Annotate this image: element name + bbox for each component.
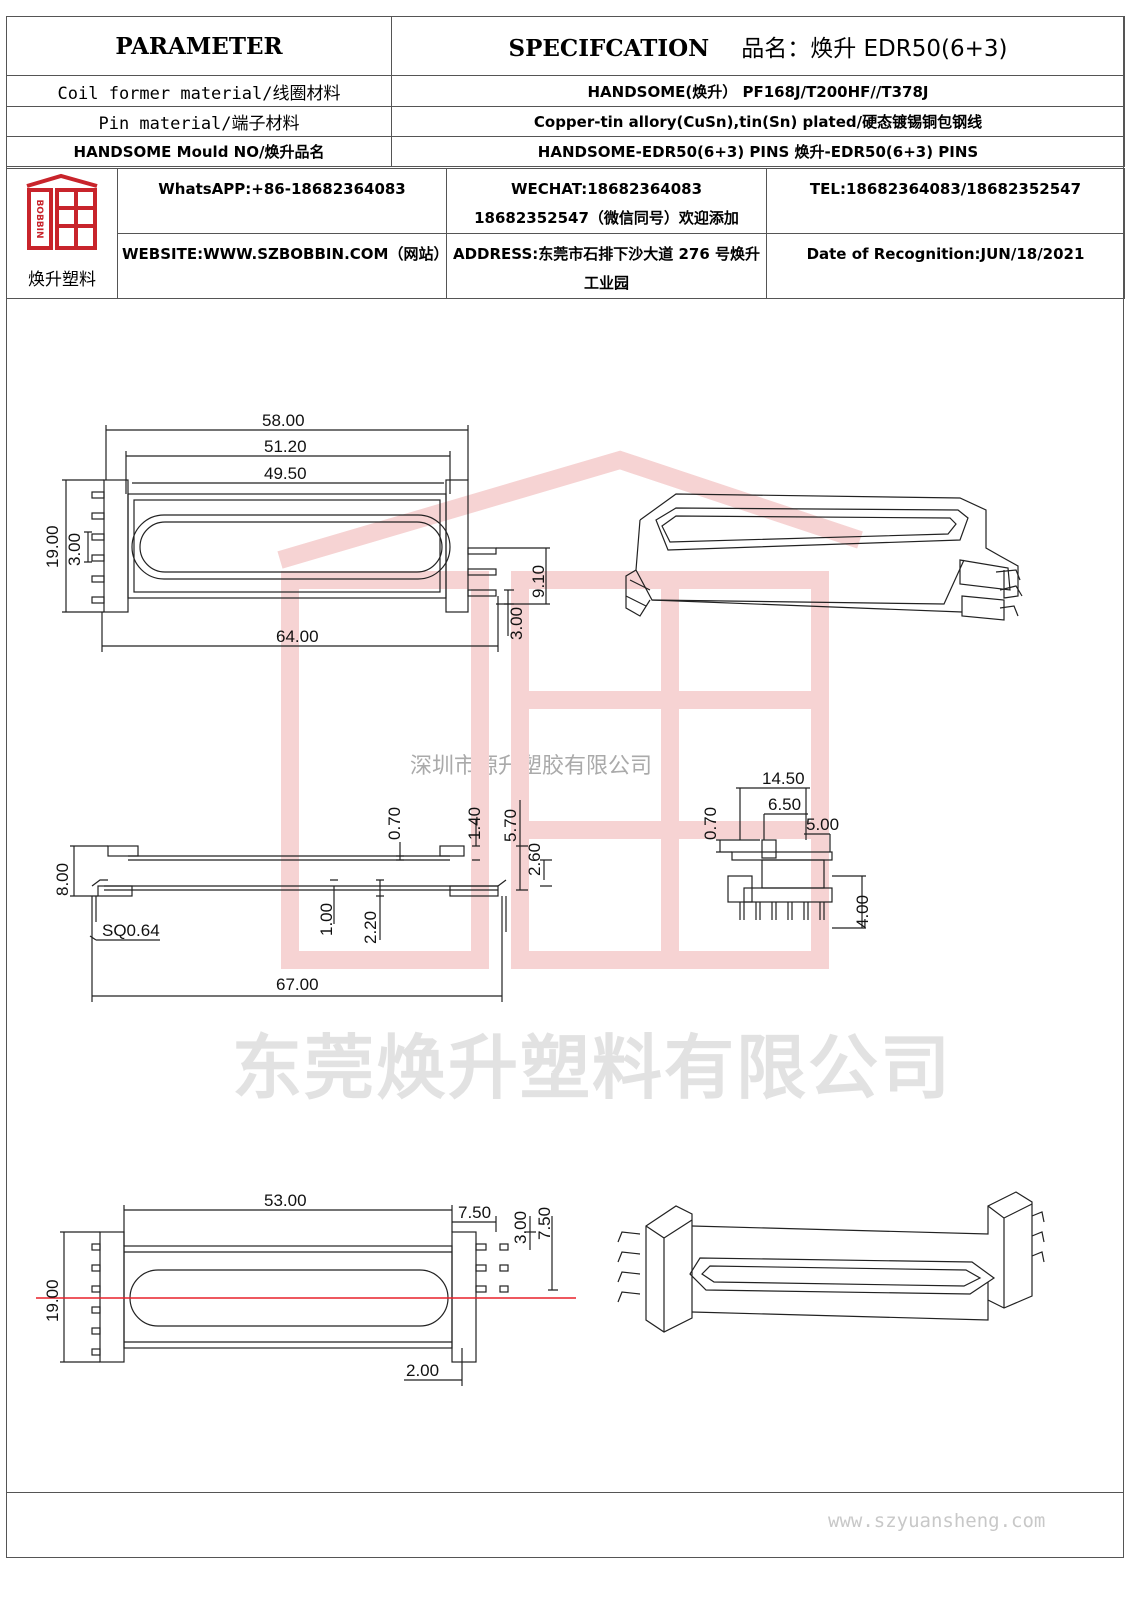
value-mould-no: HANDSOME-EDR50(6+3) PINS 焕升-EDR50(6+3) P… bbox=[391, 136, 1125, 167]
footer-divider bbox=[6, 1492, 1124, 1493]
watermark-large: 东莞焕升塑料有限公司 bbox=[232, 1027, 952, 1109]
svg-text:BOBBIN: BOBBIN bbox=[34, 199, 44, 238]
dim-1-40: 1.40 bbox=[465, 807, 484, 840]
address-info: ADDRESS:东莞市石排下沙大道 276 号焕升工业园 bbox=[446, 233, 767, 299]
spec-header-table: PARAMETER SPECIFCATION 品名：焕升 EDR50(6+3) … bbox=[6, 16, 1125, 167]
dim-49-50: 49.50 bbox=[264, 464, 307, 483]
dim-8: 8.00 bbox=[53, 863, 72, 896]
dim-67: 67.00 bbox=[276, 975, 319, 994]
dim-7-50-h: 7.50 bbox=[458, 1203, 491, 1222]
dim-3-bottom: 3.00 bbox=[511, 1211, 530, 1244]
tel-info: TEL:18682364083/18682352547 bbox=[766, 168, 1125, 234]
dim-2-20: 2.20 bbox=[361, 911, 380, 944]
recognition-date: Date of Recognition:JUN/18/2021 bbox=[766, 233, 1125, 299]
company-info-table: BOBBIN 焕升塑料 WhatsAPP:+86-18682364083 WEC… bbox=[6, 168, 1125, 299]
dim-0-70-end: 0.70 bbox=[701, 807, 720, 840]
bottom-view bbox=[60, 1205, 558, 1386]
spec-heading: SPECIFCATION 品名：焕升 EDR50(6+3) bbox=[391, 16, 1125, 76]
dim-4: 4.00 bbox=[853, 895, 872, 928]
dim-3-top: 3.00 bbox=[65, 533, 84, 566]
dim-53: 53.00 bbox=[264, 1191, 307, 1210]
side-view bbox=[70, 800, 552, 1002]
dim-1: 1.00 bbox=[317, 903, 336, 936]
isometric-view-bottom bbox=[617, 1191, 1045, 1333]
logo-watermark bbox=[277, 450, 863, 969]
dim-5-70: 5.70 bbox=[501, 809, 520, 842]
dim-6-50: 6.50 bbox=[768, 795, 801, 814]
top-view bbox=[62, 425, 550, 652]
whatsapp-info: WhatsAPP:+86-18682364083 bbox=[117, 168, 447, 234]
company-logo: BOBBIN 焕升塑料 bbox=[6, 168, 118, 299]
watermark-small: 深圳市源升塑胶有限公司 bbox=[410, 754, 653, 779]
dim-19-bottom: 19.00 bbox=[43, 1279, 62, 1322]
dim-14-50: 14.50 bbox=[762, 769, 805, 788]
dim-0-70-side: 0.70 bbox=[385, 807, 404, 840]
dim-3-right: 3.00 bbox=[507, 607, 526, 640]
spec-label: SPECIFCATION bbox=[508, 35, 710, 62]
dim-2: 2.00 bbox=[406, 1361, 439, 1380]
dim-9-10: 9.10 bbox=[529, 565, 548, 598]
dim-64: 64.00 bbox=[276, 627, 319, 646]
value-coil-former: HANDSOME(焕升） PF168J/T200HF//T378J bbox=[391, 75, 1125, 107]
dim-sq0-64: SQ0.64 bbox=[102, 921, 160, 940]
dim-19-top: 19.00 bbox=[43, 525, 62, 568]
product-name: 品名：焕升 EDR50(6+3) bbox=[741, 36, 1008, 62]
dim-51-20: 51.20 bbox=[264, 437, 307, 456]
param-coil-former: Coil former material/线圈材料 bbox=[6, 75, 392, 107]
param-pin-material: Pin material/端子材料 bbox=[6, 106, 392, 137]
logo-caption: 焕升塑料 bbox=[28, 270, 96, 290]
param-mould-no: HANDSOME Mould NO/焕升品名 bbox=[6, 136, 392, 167]
dim-58: 58.00 bbox=[262, 411, 305, 430]
dim-7-50-v: 7.50 bbox=[535, 1207, 554, 1240]
isometric-view-top bbox=[625, 493, 1023, 621]
bobbin-logo-icon: BOBBIN bbox=[26, 173, 98, 250]
website-info: WEBSITE:WWW.SZBOBBIN.COM（网站） bbox=[117, 233, 448, 299]
end-view bbox=[716, 787, 866, 929]
dim-5: 5.00 bbox=[806, 815, 839, 834]
watermark-site: www.szyuansheng.com bbox=[828, 1510, 1046, 1532]
dim-2-60: 2.60 bbox=[525, 843, 544, 876]
